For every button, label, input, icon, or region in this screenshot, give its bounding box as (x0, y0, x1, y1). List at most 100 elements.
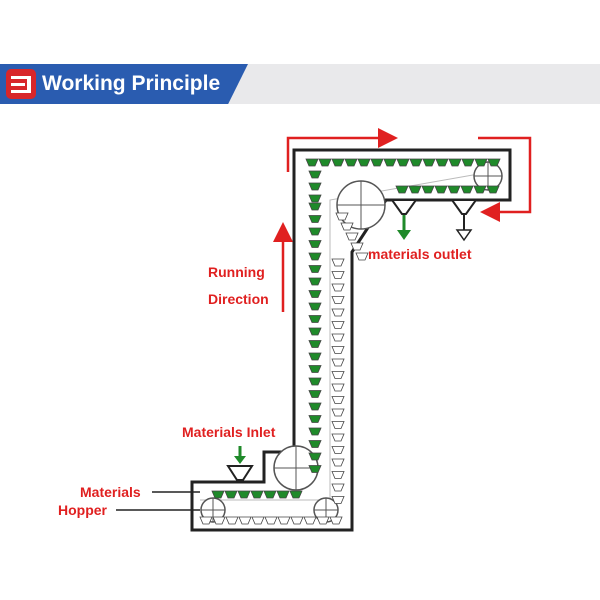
bucket (263, 490, 277, 499)
bucket (308, 390, 322, 398)
banner-title-panel: Working Principle (0, 64, 248, 104)
bucket (331, 296, 345, 304)
outlet-chute-2 (450, 199, 478, 242)
page-title: Working Principle (42, 72, 221, 95)
bucket (474, 158, 488, 167)
bucket (331, 258, 345, 267)
bucket (435, 158, 449, 167)
bucket (308, 182, 322, 191)
bucket (308, 402, 322, 411)
bucket (308, 365, 322, 373)
bucket (331, 371, 345, 379)
bucket (308, 290, 322, 298)
bucket (383, 158, 397, 167)
bucket (225, 516, 239, 525)
bucket-chain (199, 158, 501, 525)
bucket (331, 458, 345, 467)
bucket (487, 158, 501, 167)
bucket (308, 415, 322, 423)
label-running: Running (208, 264, 265, 280)
bucket (331, 396, 345, 404)
bucket (308, 440, 322, 448)
return-direction-arrow (478, 136, 532, 222)
bucket (308, 377, 322, 386)
conveyor-casing (190, 148, 512, 532)
label-materials: Materials (80, 484, 141, 500)
bucket (289, 490, 303, 499)
bucket (308, 302, 322, 311)
bucket (461, 158, 475, 167)
bucket (331, 433, 345, 442)
bucket (308, 452, 322, 461)
bucket (331, 408, 345, 417)
bucket (331, 471, 345, 479)
bucket (344, 158, 358, 167)
bucket (308, 427, 322, 436)
bucket (422, 158, 436, 167)
bucket (331, 421, 345, 429)
bucket (350, 242, 364, 251)
bucket (238, 516, 252, 525)
bucket (331, 483, 345, 492)
outlet-chute-1 (390, 199, 418, 240)
label-materials-outlet: materials outlet (368, 246, 472, 262)
top-direction-arrow (286, 128, 398, 172)
brand-logo-icon (6, 69, 36, 99)
bucket (331, 446, 345, 454)
header-banner: Working Principle (0, 64, 600, 104)
bucket (345, 232, 359, 241)
bucket (331, 308, 345, 317)
bucket (276, 490, 290, 499)
bucket (308, 277, 322, 286)
bucket (357, 158, 371, 167)
wheel-top-left (336, 180, 386, 230)
bucket (251, 516, 265, 525)
bucket (250, 490, 264, 499)
wheel-top-right (473, 161, 503, 191)
bucket (331, 346, 345, 354)
bucket (395, 185, 409, 194)
bucket (331, 321, 345, 329)
bucket (331, 283, 345, 292)
bucket (331, 271, 345, 279)
bucket (335, 212, 349, 221)
bucket (409, 158, 423, 167)
bucket (396, 158, 410, 167)
inlet-hopper (226, 446, 254, 481)
bucket (473, 185, 487, 194)
bucket (308, 240, 322, 248)
bucket (199, 516, 213, 525)
bucket (308, 170, 322, 179)
bucket (308, 202, 322, 211)
bucket (460, 185, 474, 194)
bucket (308, 215, 322, 223)
bucket (340, 222, 354, 231)
bucket (290, 516, 304, 525)
bucket (303, 516, 317, 525)
bucket (329, 516, 343, 525)
bucket (212, 516, 226, 525)
bucket (308, 194, 322, 203)
bucket (434, 185, 448, 194)
wheel-bottom-right (313, 497, 339, 523)
bucket (308, 315, 322, 323)
bucket (308, 465, 322, 473)
bucket (318, 158, 332, 167)
bucket (331, 158, 345, 167)
bucket (355, 252, 369, 261)
bucket (224, 490, 238, 499)
bucket (308, 252, 322, 261)
bucket (421, 185, 435, 194)
bucket (264, 516, 278, 525)
bucket (277, 516, 291, 525)
label-hopper: Hopper (58, 502, 107, 518)
bucket (308, 265, 322, 273)
bucket (308, 227, 322, 236)
bucket (211, 490, 225, 499)
bucket (331, 496, 345, 504)
bucket (447, 185, 461, 194)
bucket (370, 158, 384, 167)
bucket (316, 516, 330, 525)
bucket (331, 333, 345, 342)
